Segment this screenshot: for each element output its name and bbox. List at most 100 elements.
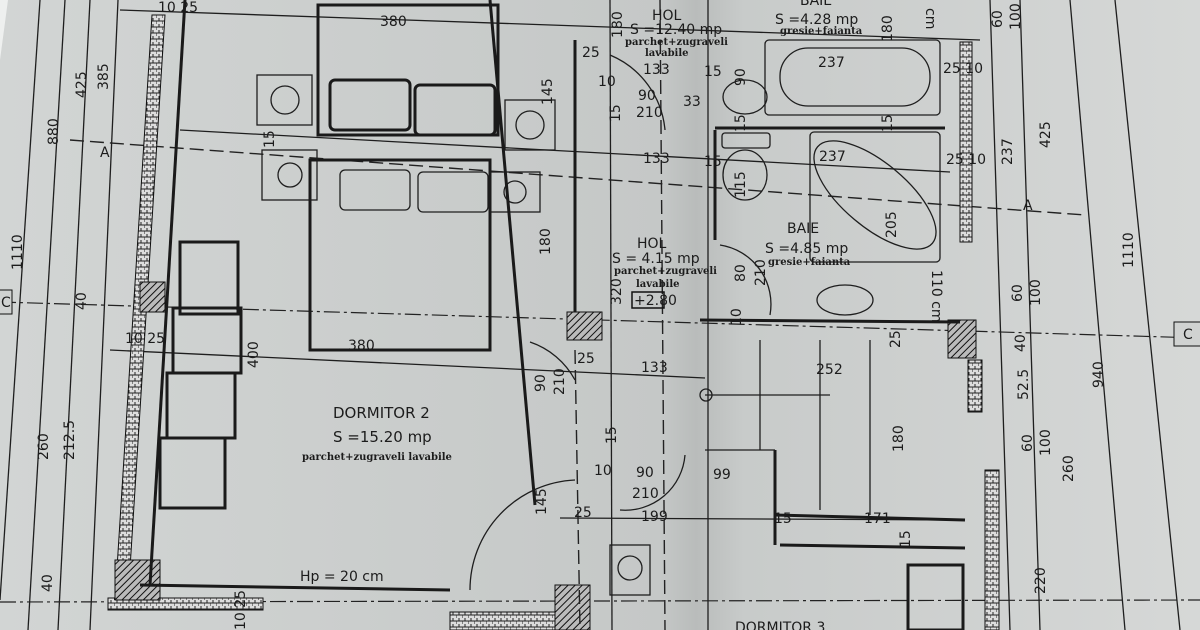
dim-label: 25 [577, 351, 595, 367]
dim-label: 40 [1013, 334, 1029, 352]
dim-label: 15 [262, 130, 278, 148]
room-name: HOL [637, 236, 667, 252]
room-hol-2: HOL S = 4.15 mp parchet+zugraveli lavabi… [612, 236, 717, 309]
room-finish: lavabile [645, 48, 689, 59]
dim-label: 145 [540, 78, 556, 105]
page-edge [0, 0, 8, 60]
dim-label: 210 [636, 105, 663, 121]
room-name: BAIE [787, 221, 819, 237]
room-finish: gresie+faianta [780, 26, 863, 37]
dim-label: 260 [1061, 455, 1077, 482]
room-name: HOL [652, 8, 682, 24]
dim-label: 100 [1008, 3, 1024, 30]
dim-label: 210 [552, 368, 568, 395]
room-baie-2: BAIE S =4.85 mp gresie+faianta [765, 221, 851, 268]
room-area: S =15.20 mp [333, 428, 432, 446]
dim-label: 15 [774, 511, 792, 527]
level-mark: +2.80 [634, 293, 677, 309]
dim-label: 10 25 [158, 0, 198, 16]
room-dormitor-3-name: DORMITOR 3 [735, 620, 825, 630]
dim-label: 60 [1010, 284, 1026, 302]
dim-label: 80 [733, 264, 749, 282]
axis-c-right: C [1183, 327, 1193, 343]
dim-label: 180 [610, 11, 626, 38]
dim-label: 25 10 [943, 61, 983, 77]
dim-label: 133 [641, 360, 668, 376]
dim-label: 940 [1091, 361, 1107, 388]
dim-label: 90 [533, 374, 549, 392]
walls [107, 0, 1000, 630]
axis-c-right-marker: C [1173, 321, 1200, 347]
dim-label: 90 [636, 465, 654, 481]
room-area: S = 4.15 mp [612, 251, 700, 267]
dim-label: 220 [1033, 567, 1049, 594]
dim-label: 25 [582, 45, 600, 61]
room-finish: lavabile [636, 279, 680, 290]
dim-label: 237 [819, 149, 846, 165]
dim-label: 15 [733, 114, 749, 132]
dim-label: 115 [733, 171, 749, 198]
dim-label: 199 [641, 509, 668, 525]
dim-label: 15 [898, 530, 914, 548]
dim-label: 15 [608, 104, 624, 122]
room-hol-1: HOL S =12.40 mp parchet+zugraveli lavabi… [625, 8, 728, 59]
dim-label: 180 [538, 228, 554, 255]
floor-thickness-note: Hp = 20 cm [300, 569, 384, 585]
dim-label: 60 [1020, 434, 1036, 452]
dim-label: 100 [1028, 279, 1044, 306]
dim-label: 400 [246, 341, 262, 368]
dim-label: 145 [534, 488, 550, 515]
dim-label: 1110 [10, 234, 26, 270]
dim-label: 380 [380, 14, 407, 30]
dim-label: 210 [753, 259, 769, 286]
axis-a-left: A [100, 145, 110, 161]
dim-label: 180 [891, 425, 907, 452]
axis-a-right: A [1023, 198, 1033, 214]
dim-label: 25 10 [946, 152, 986, 168]
dim-label: 1110 [1121, 232, 1137, 268]
dim-label: 171 [864, 511, 891, 527]
dim-label: 133 [643, 151, 670, 167]
room-finish: gresie+faianta [768, 257, 851, 268]
dim-label: 237 [818, 55, 845, 71]
dim-label: 237 [1000, 138, 1016, 165]
dim-label: 40 [40, 574, 56, 592]
dim-label: 15 [880, 114, 896, 132]
dim-label: 10 25 [233, 590, 249, 630]
dim-label: 385 [96, 63, 112, 90]
room-baie-1: BAIE S =4.28 mp gresie+faianta [775, 0, 863, 37]
dim-label: 320 [609, 278, 625, 305]
dim-label: 99 [713, 467, 731, 483]
dim-label: 260 [36, 433, 52, 460]
dim-label: 380 [348, 338, 375, 354]
dim-label: 15 [704, 154, 722, 170]
dim-label: 180 [880, 15, 896, 42]
dim-label: 25 [574, 505, 592, 521]
room-finish: parchet+zugraveli [614, 266, 717, 277]
room-area: S =12.40 mp [630, 22, 722, 38]
dimension-labels: 10 25 380 880 425 385 1110 40 10 25 400 … [10, 0, 1137, 630]
dim-label: 425 [1038, 121, 1054, 148]
room-area: S =4.85 mp [765, 241, 848, 257]
dim-label: 252 [816, 362, 843, 378]
dim-label: 25 [888, 330, 904, 348]
dim-label: 425 [74, 71, 90, 98]
dim-label: 90 [638, 88, 656, 104]
dim-label: 15 [604, 426, 620, 444]
dim-label: 52.5 [1016, 369, 1032, 400]
room-name: BAIE [800, 0, 832, 9]
dim-label: 40 [74, 292, 90, 310]
dim-label: cm [922, 8, 938, 29]
axis-c-left: C [1, 295, 11, 311]
room-dormitor-2: DORMITOR 2 S =15.20 mp parchet+zugraveli… [302, 404, 452, 463]
dim-label: 15 [704, 64, 722, 80]
room-finish: parchet+zugraveli lavabile [302, 452, 452, 463]
room-finish: parchet+zugraveli [625, 37, 728, 48]
room-area: S =4.28 mp [775, 12, 858, 28]
dim-label: 110 cm [928, 270, 944, 323]
dim-label: 10 25 [125, 331, 165, 347]
dim-label: 60 [990, 10, 1006, 28]
dim-label: 880 [46, 118, 62, 145]
dim-label: 33 [683, 94, 701, 110]
